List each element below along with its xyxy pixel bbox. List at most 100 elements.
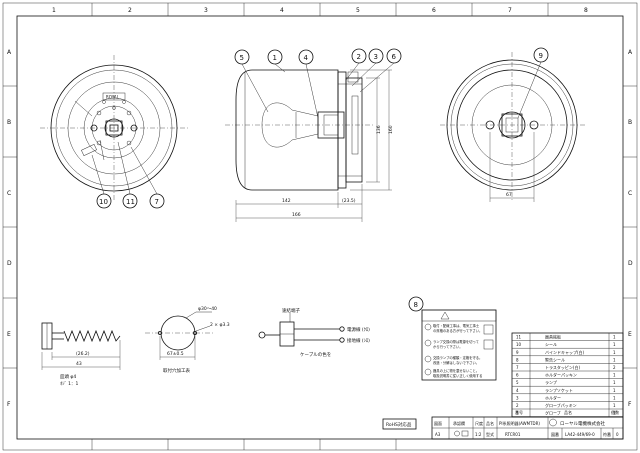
balloon-9 [533, 47, 549, 63]
balloon-8-label: 8 [414, 301, 418, 309]
balloon-5 [234, 49, 250, 65]
wiring-detail: 速結端子 電源線 (ｸﾛ) 接地線 (ｼﾛ) ケーブルの色を [258, 307, 370, 358]
back-dimensions: 67 [489, 132, 535, 202]
balloon-11 [122, 193, 138, 209]
dim-hole-pitch: 67±0.5 [167, 351, 184, 357]
parts-header-no: 番号 [515, 409, 523, 415]
back-view [440, 52, 585, 200]
warning-line: 器具の上に物を載せないこと。 [433, 368, 479, 373]
col-label: 6 [432, 7, 436, 14]
balloon-1 [267, 49, 283, 65]
tb-check-label: 承認欄 [453, 420, 465, 426]
balloon-1-label: 1 [273, 54, 277, 62]
dim-screw-26: (26.2) [76, 351, 90, 357]
parts-row-name: ホルダー [545, 394, 561, 400]
screw-detail: (26.2) 43 皿頭 φ4 ﾈｼﾞ 1：1 [41, 322, 121, 387]
rohs-stamp [382, 418, 417, 430]
balloon-11-label: 11 [126, 198, 135, 206]
row-label: F [7, 401, 11, 408]
warning-label: 8 警告 取付・配線工事は、電気工事士 の資格のある方が行って下さい。 ランプ交… [408, 296, 497, 381]
parts-row-no: 4 [516, 388, 519, 393]
balloon-4 [298, 49, 314, 65]
tb-type-label: 型式 [486, 431, 494, 437]
tb-rev: 0 [616, 432, 619, 437]
wiring-caption: ケーブルの色を [300, 351, 331, 358]
parts-row-name: ホルダーパッキン [545, 372, 577, 378]
warning-line: の資格のある方が行って下さい。 [433, 328, 482, 333]
screw-note-2: ﾈｼﾞ 1：1 [60, 380, 79, 387]
tb-rev-label: 符番 [603, 431, 611, 437]
balloon-9-label: 9 [539, 52, 543, 60]
parts-row-no: 3 [516, 395, 519, 400]
balloon-7-label: 7 [155, 198, 159, 206]
warning-line: 取付・配線工事は、電気工事士 [433, 323, 480, 328]
front-label-text: ROYAL [106, 95, 120, 100]
balloon-10-label: 10 [99, 198, 108, 206]
mounting-hole-detail: φ30～40 2 × φ3.3 67±0.5 取付穴加工表 [145, 306, 230, 374]
dim-side-23: (23.5) [342, 198, 356, 204]
zone-ticks [3, 3, 637, 450]
dim-side-142: 142 [282, 198, 291, 204]
balloon-8 [408, 296, 424, 312]
parts-row-no: 2 [516, 403, 519, 408]
row-label: A [7, 49, 12, 56]
tb-type: RTCR01 [505, 432, 521, 437]
parts-row-no: 9 [516, 350, 519, 355]
balloon-3 [368, 48, 384, 64]
tb-name-label: 品名 [486, 420, 494, 426]
parts-row-name: 器具銘板 [545, 334, 561, 340]
parts-row-qty: 1 [613, 335, 616, 340]
zone-labels: 1 2 3 4 5 6 7 8 A B C D E F A B C D E F [7, 7, 633, 408]
side-view [225, 69, 375, 191]
tb-drawing-no: LA42-449/69-0 [565, 432, 595, 437]
balloon-6 [386, 48, 402, 64]
parts-row-qty: 1 [613, 403, 616, 408]
parts-row-qty: 1 [613, 357, 616, 362]
balloon-2-label: 2 [357, 53, 361, 61]
nameplate-label [102, 92, 126, 101]
tb-size: A3 [435, 432, 441, 437]
parts-row-name: ランプソケット [545, 387, 573, 393]
parts-row-name: トラスタッピン(白) [545, 364, 580, 370]
screw-note-1: 皿頭 φ4 [60, 374, 76, 380]
parts-row-name: 警告シール [545, 356, 565, 362]
row-label: C [7, 190, 11, 197]
tb-scale: 1:2 [475, 432, 482, 437]
parts-row-no: 6 [516, 373, 519, 378]
parts-row-qty: 1 [613, 350, 616, 355]
col-label: 3 [204, 7, 208, 14]
rohs-stamp-text: RoHS対応品 [386, 421, 412, 428]
row-label: B [628, 119, 632, 126]
row-label: A [628, 49, 633, 56]
warning-line: ランプ交換の際は電源を切って [433, 339, 479, 344]
row-label: C [628, 190, 632, 197]
parts-row-qty: 1 [613, 380, 616, 385]
col-label: 1 [52, 7, 56, 14]
parts-row-no: 8 [516, 357, 519, 362]
side-balloons: 5 1 4 2 3 6 [234, 48, 402, 119]
wire-2-label: 接地線 (ｼﾛ) [347, 337, 370, 344]
dim-side-136: 136 [376, 125, 382, 134]
tb-mark-label: 尺度 [475, 420, 483, 426]
col-label: 7 [508, 7, 512, 14]
warning-title: 警告 [453, 311, 468, 321]
parts-row-no: 11 [516, 335, 522, 340]
parts-row-name: グローブ [545, 410, 561, 416]
row-label: D [7, 260, 12, 267]
col-label: 2 [128, 7, 132, 14]
row-label: E [628, 331, 632, 338]
dim-side-166: 166 [292, 212, 301, 218]
inner-frame [16, 15, 624, 440]
parts-row-name: ランプ [545, 379, 557, 385]
row-label: D [628, 260, 633, 267]
tb-drawing-label: 図番 [551, 431, 559, 437]
parts-header-qty: 個数 [611, 409, 619, 415]
parts-row-qty: 2 [613, 365, 616, 370]
parts-row-qty: 1 [613, 373, 616, 378]
balloon-2 [351, 48, 367, 64]
dim-back-67: 67 [506, 192, 512, 198]
dim-screw-43: 43 [76, 361, 82, 367]
dim-hole-small: 2 × φ3.3 [210, 322, 230, 328]
